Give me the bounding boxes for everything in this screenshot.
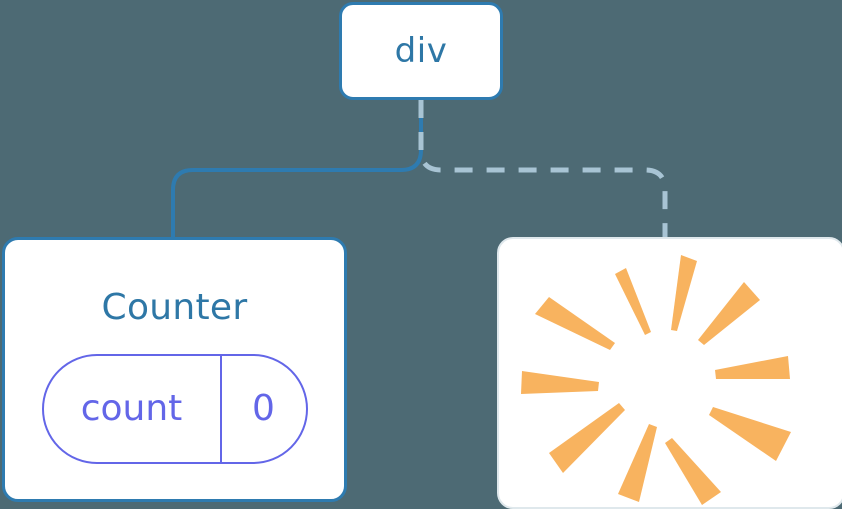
node-div[interactable]: div [339,2,503,100]
counter-state-key: count [80,388,183,429]
edge-div-to-spinner [418,100,668,237]
pill-divider [219,356,222,462]
counter-state-pill[interactable]: count 0 [41,354,308,464]
node-spinner[interactable] [497,237,842,509]
counter-title: Counter [101,287,248,328]
edge-div-to-counter [171,98,423,239]
node-div-label: div [394,31,448,71]
node-counter[interactable]: Counter count 0 [2,237,347,502]
counter-state-value: 0 [252,388,275,429]
loading-spinner-icon [521,255,791,505]
